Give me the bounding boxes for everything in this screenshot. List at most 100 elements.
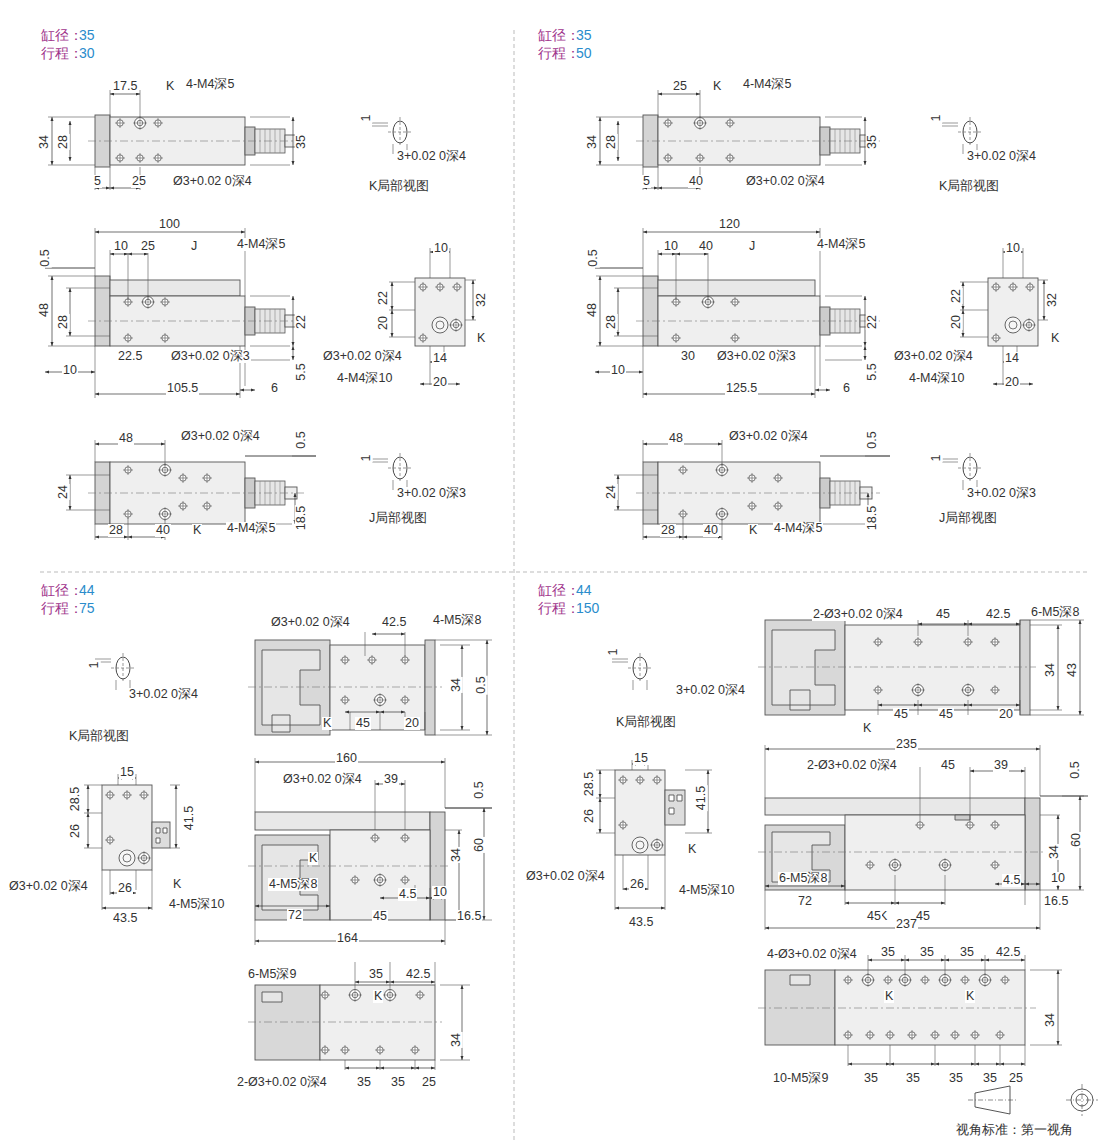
dimension-label: 43.5 xyxy=(628,916,654,929)
dimension-label: Ø3+0.02 0深4 xyxy=(322,350,403,363)
dimension-label: 35 xyxy=(356,1076,372,1089)
dimension-label: 235 xyxy=(895,738,918,751)
dimension-label: 0.5 xyxy=(295,430,308,449)
dimension-label: 1 xyxy=(930,454,943,463)
spec-label: 行程： xyxy=(537,601,581,615)
dimension-label: 24 xyxy=(605,484,618,500)
dimension-label: 0.5 xyxy=(866,430,879,449)
dimension-label: 28 xyxy=(605,314,618,330)
dimension-label: Ø3+0.02 0深3 xyxy=(716,350,797,363)
dimension-label: 0.5 xyxy=(475,675,488,694)
dimension-label: 3+0.02 0深3 xyxy=(966,487,1037,500)
dimension-label: 3+0.02 0深4 xyxy=(966,150,1037,163)
dimension-label: 25 xyxy=(140,240,156,253)
dimension-label: 34 xyxy=(1048,844,1061,860)
dimension-label: 24 xyxy=(57,484,70,500)
dimension-label: K xyxy=(165,80,175,93)
dimension-label: 5.5 xyxy=(295,362,308,381)
dimension-label: 20 xyxy=(998,708,1014,721)
dimension-label: 5 xyxy=(93,175,102,188)
dimension-label: 45 xyxy=(940,759,956,772)
dimension-label: 0.5 xyxy=(473,780,486,799)
dimension-label: 28 xyxy=(605,134,618,150)
dimension-label: 0.5 xyxy=(39,248,52,267)
dimension-label: 35 xyxy=(948,1072,964,1085)
dimension-label: 18.5 xyxy=(295,505,308,531)
dimension-label: K xyxy=(884,990,894,1003)
dimension-label: 32 xyxy=(1046,292,1059,308)
dimension-label: 22 xyxy=(377,290,390,306)
dimension-label: 42.5 xyxy=(381,616,407,629)
dimension-label: 34 xyxy=(1044,662,1057,678)
dimension-label: 15 xyxy=(633,752,649,765)
dimension-label: 4-M4深5 xyxy=(185,78,235,91)
dimension-label: Ø3+0.02 0深4 xyxy=(180,430,261,443)
dimension-label: 237 xyxy=(895,918,918,931)
dimension-label: 25 xyxy=(1008,1072,1024,1085)
dimension-label: 20 xyxy=(950,314,963,330)
dimension-label: 35 xyxy=(863,1072,879,1085)
dimension-label: 4-M5深8 xyxy=(268,878,318,891)
dimension-label: 45 xyxy=(355,717,371,730)
dimension-label: 22 xyxy=(295,314,308,330)
dimension-label: 28 xyxy=(660,524,676,537)
dimension-label: 35 xyxy=(295,134,308,150)
dimension-label: 20 xyxy=(432,376,448,389)
spec-label: 35 xyxy=(575,28,593,42)
spec-label: 缸径： xyxy=(537,28,581,42)
dimension-label: 10 xyxy=(432,886,448,899)
dimension-label: 3+0.02 0深3 xyxy=(396,487,467,500)
spec-label: 35 xyxy=(78,28,96,42)
spec-label: 行程： xyxy=(537,46,581,60)
dimension-label: Ø3+0.02 0深4 xyxy=(172,175,253,188)
dimension-label: 20 xyxy=(1004,376,1020,389)
dimension-label: 48 xyxy=(586,302,599,318)
spec-label: 缸径： xyxy=(40,28,84,42)
dimension-label: 34 xyxy=(450,1032,463,1048)
dimension-label: 34 xyxy=(1044,1012,1057,1028)
dimension-label: K xyxy=(322,717,332,730)
dimension-label: 10 xyxy=(433,242,449,255)
dimension-label: K xyxy=(172,878,182,891)
dimension-label: 60 xyxy=(1070,832,1083,848)
dimension-label: 0.5 xyxy=(587,248,600,267)
dimension-label: 28 xyxy=(57,314,70,330)
dimension-label: 5.5 xyxy=(866,362,879,381)
dimension-label: 4-M4深10 xyxy=(336,372,393,385)
dimension-label: 10-M5深9 xyxy=(772,1072,829,1085)
spec-label: 44 xyxy=(575,583,593,597)
dimension-label: 25 xyxy=(672,80,688,93)
dimension-label: K xyxy=(1050,332,1060,345)
dimension-label: 2-Ø3+0.02 0深4 xyxy=(236,1076,328,1089)
dimension-label: 34 xyxy=(450,847,463,863)
dimension-label: 120 xyxy=(718,218,741,231)
dimension-label: 2-Ø3+0.02 0深4 xyxy=(812,608,904,621)
dimension-label: 18.5 xyxy=(866,505,879,531)
dimension-label: 25 xyxy=(131,175,147,188)
dimension-label: 60 xyxy=(473,837,486,853)
dimension-label: 1 xyxy=(360,454,373,463)
dimension-label: 35 xyxy=(959,946,975,959)
dimension-label: 20 xyxy=(404,717,420,730)
dimension-label: 43.5 xyxy=(112,912,138,925)
dimension-label: 48 xyxy=(668,432,684,445)
dimension-label: 22 xyxy=(866,314,879,330)
dimension-label: 10 xyxy=(1005,242,1021,255)
dimension-label: 40 xyxy=(698,240,714,253)
dimension-label: 39 xyxy=(993,759,1009,772)
spec-label: 行程： xyxy=(40,46,84,60)
dimension-label: 4-Ø3+0.02 0深4 xyxy=(766,948,858,961)
dimension-label: 72 xyxy=(287,909,303,922)
dimension-label: 视角标准：第一视角 xyxy=(955,1124,1074,1137)
dimension-label: K局部视图 xyxy=(938,180,1000,193)
dimension-label: 42.5 xyxy=(995,946,1021,959)
dimension-label: 15 xyxy=(119,766,135,779)
dimension-label: 35 xyxy=(368,968,384,981)
dimension-label: 39 xyxy=(383,773,399,786)
dimension-label: 3+0.02 0深4 xyxy=(128,688,199,701)
dimension-label: Ø3+0.02 0深4 xyxy=(745,175,826,188)
dimension-label: K局部视图 xyxy=(68,730,130,743)
dimension-label: K局部视图 xyxy=(368,180,430,193)
dimension-label: 34 xyxy=(586,134,599,150)
